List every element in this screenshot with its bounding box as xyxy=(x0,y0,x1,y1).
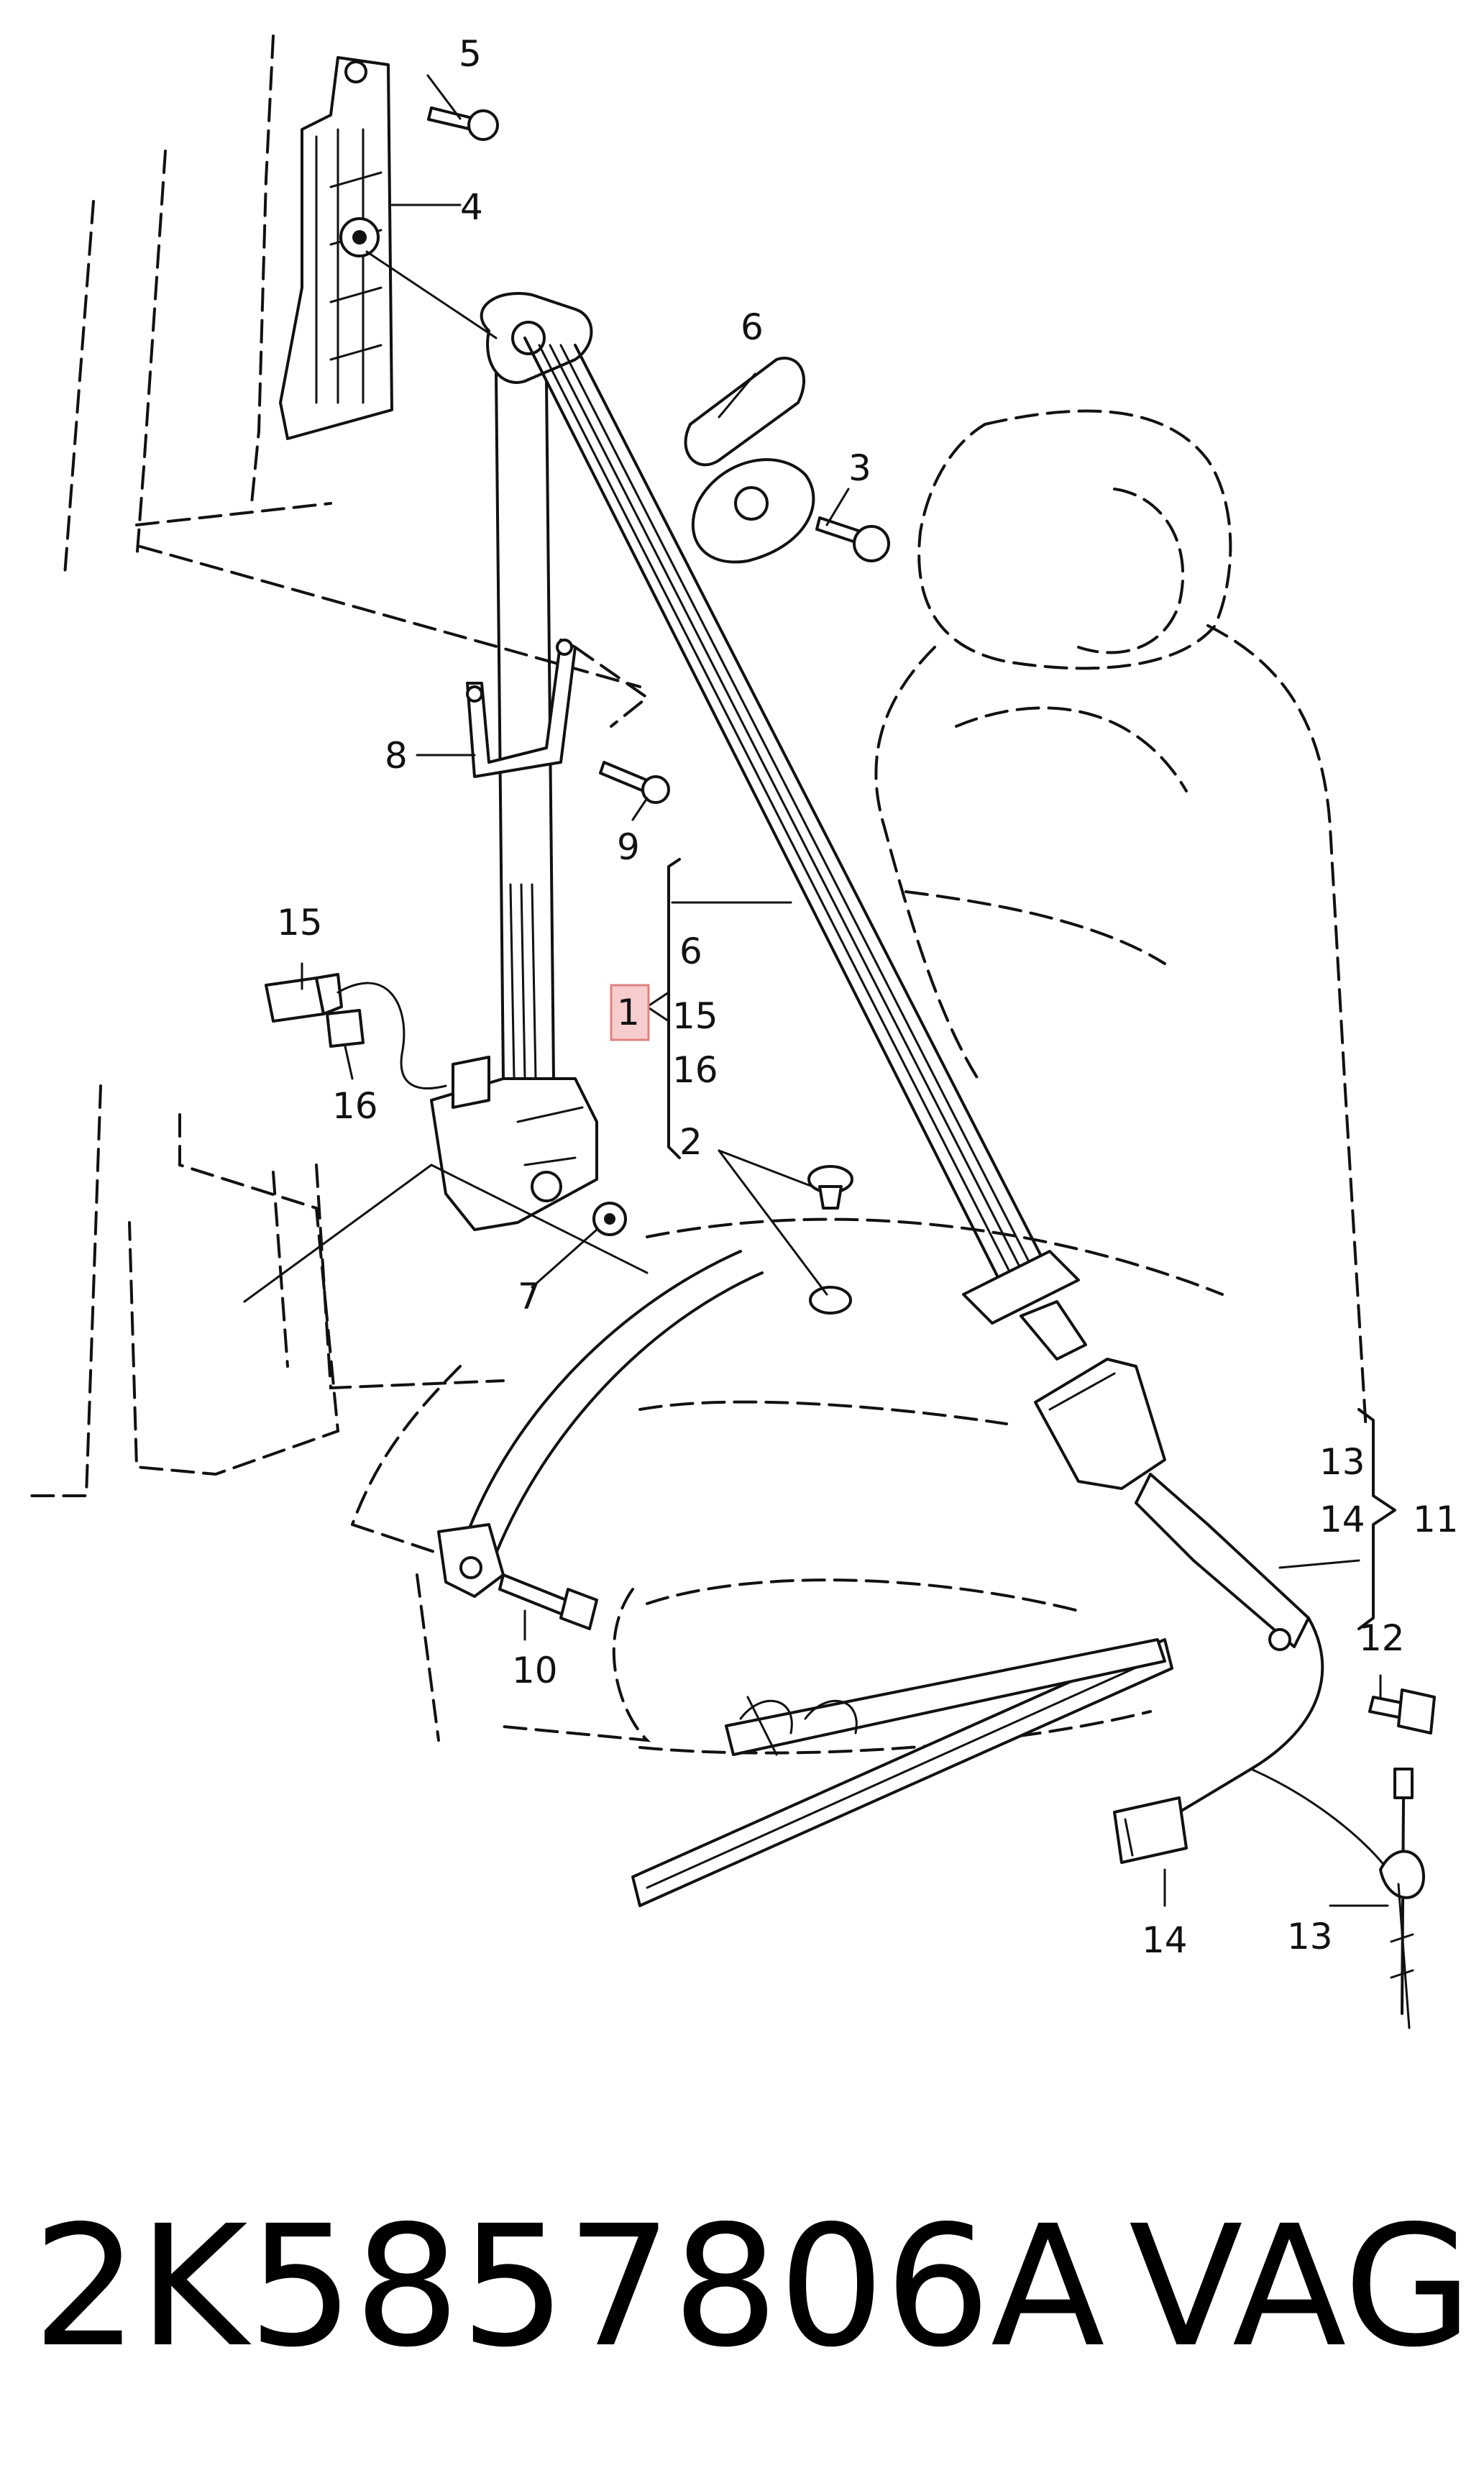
callout-14-bottom: 14 xyxy=(1142,1919,1188,1961)
callout-3: 3 xyxy=(848,447,871,489)
bolt-12 xyxy=(1368,1688,1436,1735)
lap-belt xyxy=(437,1250,764,1598)
callout-15-top: 15 xyxy=(277,902,323,943)
callout-4: 4 xyxy=(460,186,483,228)
callout-5: 5 xyxy=(459,33,482,75)
callout-1: 1 xyxy=(617,992,640,1033)
seat-outline xyxy=(351,409,1368,1755)
retractor xyxy=(430,1056,598,1231)
callout-13-bottom: 13 xyxy=(1287,1916,1333,1957)
callout-6-group: 6 xyxy=(679,931,702,972)
seat-rail xyxy=(631,1638,1173,1907)
callout-8: 8 xyxy=(385,735,408,777)
screw-5 xyxy=(427,106,499,141)
buckle-cable xyxy=(1178,1617,1324,1814)
clip-16 xyxy=(326,1009,365,1048)
anchor-3 xyxy=(691,458,815,564)
belt-guide-bracket xyxy=(466,639,650,778)
retractor-cable xyxy=(336,982,447,1089)
buckle-11 xyxy=(1034,1358,1310,1651)
height-adjuster-rail xyxy=(279,56,393,440)
callout-9: 9 xyxy=(617,826,640,868)
callout-labels: 1 2 3 4 5 6 6 7 8 9 10 11 12 13 13 14 14… xyxy=(277,33,1459,1961)
callout-13-group: 13 xyxy=(1319,1441,1365,1483)
belt-tongue xyxy=(962,1250,1087,1361)
callout-1-highlight xyxy=(610,984,650,1041)
callout-16-left: 16 xyxy=(332,1085,378,1127)
brand-label: VAG xyxy=(1129,2190,1472,2384)
callout-14-group: 14 xyxy=(1319,1499,1365,1540)
callout-2: 2 xyxy=(679,1121,702,1163)
callout-12: 12 xyxy=(1359,1617,1405,1659)
d-ring-guide xyxy=(480,292,593,384)
callout-15-group: 15 xyxy=(672,995,718,1037)
trim-cover-6 xyxy=(684,357,806,467)
callout-6-top: 6 xyxy=(741,306,764,348)
connector-14 xyxy=(1113,1796,1188,1864)
shoulder-webbing xyxy=(523,337,1051,1296)
connector-15 xyxy=(265,973,343,1023)
screw-9 xyxy=(599,761,670,804)
vertical-webbing xyxy=(495,373,555,1080)
callout-11: 11 xyxy=(1413,1499,1459,1540)
callout-16-group: 16 xyxy=(672,1049,718,1091)
callout-10: 10 xyxy=(512,1650,558,1691)
leader-lines xyxy=(243,74,1389,1907)
washer-7 xyxy=(592,1202,627,1236)
cable-tie-13 xyxy=(1379,1768,1425,2029)
bolt-10 xyxy=(498,1573,598,1630)
callout-7: 7 xyxy=(518,1276,541,1317)
buckle-cable-2 xyxy=(1250,1768,1389,1871)
group-bracket-11 xyxy=(1357,1408,1396,1630)
cap-2 xyxy=(807,1165,853,1315)
part-number: 2K5857806A xyxy=(32,2190,1105,2384)
